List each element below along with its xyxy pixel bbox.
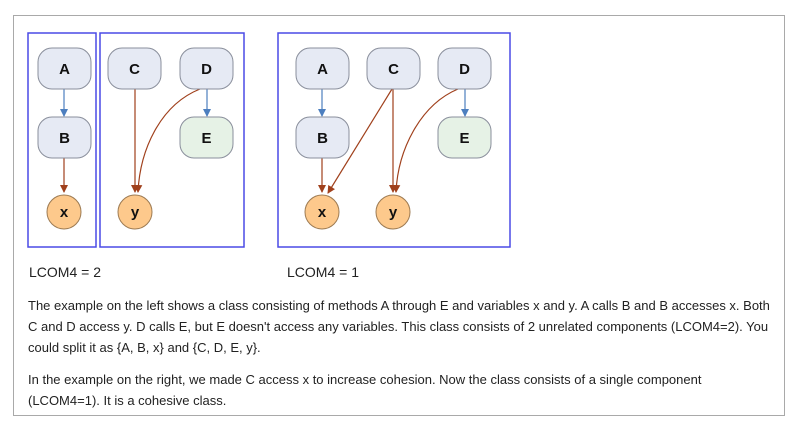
left-caption: LCOM4 = 2 <box>29 264 101 280</box>
left-node-d: D <box>179 47 234 90</box>
left-component-box-1 <box>27 32 97 248</box>
right-node-c: C <box>366 47 421 90</box>
left-edge-d-y <box>134 88 201 193</box>
svg-text:A: A <box>317 61 328 78</box>
left-node-c: C <box>107 47 162 90</box>
paragraph-2: In the example on the right, we made C a… <box>28 372 702 408</box>
right-node-e: E <box>437 116 492 159</box>
svg-text:B: B <box>317 130 328 147</box>
left-node-a: A <box>37 47 92 90</box>
right-node-b: B <box>295 116 350 159</box>
svg-text:C: C <box>129 61 140 78</box>
svg-text:A: A <box>59 61 70 78</box>
svg-text:E: E <box>201 130 211 147</box>
left-node-y: y <box>117 194 153 230</box>
svg-text:y: y <box>131 204 140 221</box>
right-caption: LCOM4 = 1 <box>287 264 359 280</box>
left-node-x: x <box>46 194 82 230</box>
left-node-e: E <box>179 116 234 159</box>
right-node-x: x <box>304 194 340 230</box>
svg-text:D: D <box>459 61 470 78</box>
right-edge-c-x <box>327 88 393 194</box>
lcom4-diagram: A B C D E x y A B C <box>27 32 511 248</box>
left-component-box-2 <box>99 32 245 248</box>
paragraph-1: The example on the left shows a class co… <box>28 298 770 355</box>
svg-text:C: C <box>388 61 399 78</box>
svg-text:D: D <box>201 61 212 78</box>
svg-text:E: E <box>459 130 469 147</box>
svg-text:y: y <box>389 204 398 221</box>
right-node-d: D <box>437 47 492 90</box>
svg-text:B: B <box>59 130 70 147</box>
right-node-y: y <box>375 194 411 230</box>
right-edge-d-y <box>392 88 459 193</box>
left-node-b: B <box>37 116 92 159</box>
right-node-a: A <box>295 47 350 90</box>
svg-text:x: x <box>318 204 327 221</box>
svg-text:x: x <box>60 204 69 221</box>
right-component-box <box>277 32 511 248</box>
